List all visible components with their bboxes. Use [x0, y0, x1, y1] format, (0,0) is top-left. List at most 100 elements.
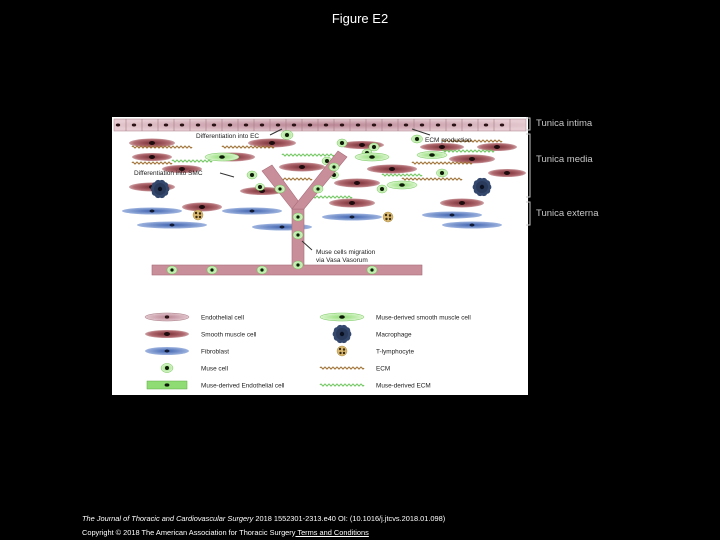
muse-ecm-fiber [281, 153, 335, 157]
label-tunica-intima: Tunica intima [536, 118, 593, 129]
legend-label: Muse-derived smooth muscle cell [376, 315, 471, 322]
ecm-fiber [131, 161, 173, 165]
tl-cell [382, 211, 394, 223]
smc-cell [449, 154, 495, 164]
legend-label: Muse-derived ECM [376, 383, 431, 390]
muse-cell [255, 183, 265, 191]
legend-label: Macrophage [376, 332, 412, 339]
legend-label: Endothelial cell [201, 315, 244, 322]
legend-label: Fibroblast [201, 349, 229, 356]
smc-cell [279, 162, 325, 172]
smc-cell [129, 138, 175, 148]
endothelial-nucleus [211, 123, 217, 127]
legend-ecm-icon [319, 366, 365, 370]
endothelial-nucleus [483, 123, 489, 127]
copyright-text: Copyright © 2018 The American Associatio… [82, 528, 296, 537]
smc-cell [488, 169, 526, 177]
muse-cell [160, 363, 174, 373]
vessel-muse-cells [166, 162, 378, 275]
fb-cell [137, 221, 207, 229]
label-differentiation-ec: Differentiation into EC [196, 133, 259, 140]
fb-cell [442, 221, 502, 229]
msmc-cell [319, 312, 365, 322]
vessel-wall-diagram: Differentiation into EC ECM production D… [112, 117, 528, 395]
muse-ecm-fiber [441, 149, 495, 153]
endothelial-nucleus [323, 123, 329, 127]
muse-ecm-fiber [381, 173, 423, 177]
mac-cell [332, 324, 352, 344]
fb-cell [322, 213, 382, 221]
fb-cell [222, 207, 282, 215]
migrating-muse-cell [292, 212, 304, 222]
smc-cell [367, 164, 417, 174]
msmc-cell [354, 152, 390, 162]
process-annotations: Differentiation into EC ECM production D… [134, 128, 472, 264]
smc-cell [162, 165, 202, 173]
endothelial-nucleus [163, 123, 169, 127]
smc-cell [240, 187, 284, 195]
smc-cell [182, 202, 222, 212]
label-differentiation-smc: Differentiation into SMC [134, 170, 203, 177]
muse-cell [246, 170, 258, 180]
fb-cell [122, 207, 182, 215]
legend: Endothelial cell Muse-derived smooth musc… [144, 312, 471, 390]
layer-labels: Tunica intima Tunica media Tunica extern… [526, 117, 608, 227]
label-tunica-media: Tunica media [536, 154, 593, 165]
migrating-muse-cell [292, 230, 304, 240]
muse-ecm-fiber [171, 159, 213, 163]
muse-cell [436, 168, 448, 178]
endothelial-nucleus [131, 123, 137, 127]
endothelial-nucleus [243, 123, 249, 127]
footer-copyright: Copyright © 2018 The American Associatio… [82, 528, 369, 537]
endothelial-nucleus [179, 123, 185, 127]
fb-cell [145, 347, 189, 355]
smc-cell [248, 138, 296, 148]
smc-cell [132, 153, 172, 161]
label-migration-1: Muse cells migration [316, 249, 376, 256]
migrating-muse-cell [206, 265, 218, 275]
endothelial-nucleus [371, 123, 377, 127]
tl-cell [192, 209, 204, 221]
footer-citation: The Journal of Thoracic and Cardiovascul… [82, 514, 445, 523]
legend-label: Muse-derived Endothelial cell [201, 383, 284, 390]
endothelial-nucleus [451, 123, 457, 127]
ecm-fiber [411, 161, 473, 165]
endothelial-nucleus [147, 123, 153, 127]
mac-cell [150, 179, 170, 199]
intima-endothelial-layer [113, 118, 527, 132]
msmc-cell [204, 152, 240, 162]
journal-name: The Journal of Thoracic and Cardiovascul… [82, 514, 254, 523]
msmc-cell [416, 151, 448, 159]
layer-brackets [526, 117, 531, 226]
muse-cell [411, 134, 423, 144]
smc-cell [329, 198, 375, 208]
endothelial-nucleus [435, 123, 441, 127]
msmc-cell [386, 180, 418, 190]
migrating-muse-cell [292, 260, 304, 270]
legend-label: T-lymphocyte [376, 349, 414, 356]
migrating-muse-cell [166, 265, 178, 275]
endothelial-nucleus [467, 123, 473, 127]
endothelial-nucleus [387, 123, 393, 127]
migrating-muse-cell [366, 265, 378, 275]
label-tunica-externa: Tunica externa [536, 208, 599, 219]
fb-cell [422, 211, 482, 219]
muse-cell [376, 184, 388, 194]
ec-cell [144, 312, 190, 322]
ecm-fiber [131, 145, 193, 149]
ecm-fiber [221, 145, 275, 149]
migrating-muse-cell [312, 184, 324, 194]
smc-cell [145, 330, 189, 338]
terms-link[interactable]: Terms and Conditions [295, 528, 369, 537]
smc-cell [477, 143, 517, 151]
endothelial-nucleus [195, 123, 201, 127]
endothelial-nucleus [355, 123, 361, 127]
legend-label: ECM [376, 366, 390, 373]
endothelial-nucleus [291, 123, 297, 127]
tl-cell [336, 345, 348, 357]
externa-cells [122, 198, 502, 231]
endothelial-nucleus [499, 123, 505, 127]
vasa-vasorum [151, 150, 423, 276]
mec-cell [146, 380, 188, 390]
endothelial-nucleus [115, 123, 121, 127]
